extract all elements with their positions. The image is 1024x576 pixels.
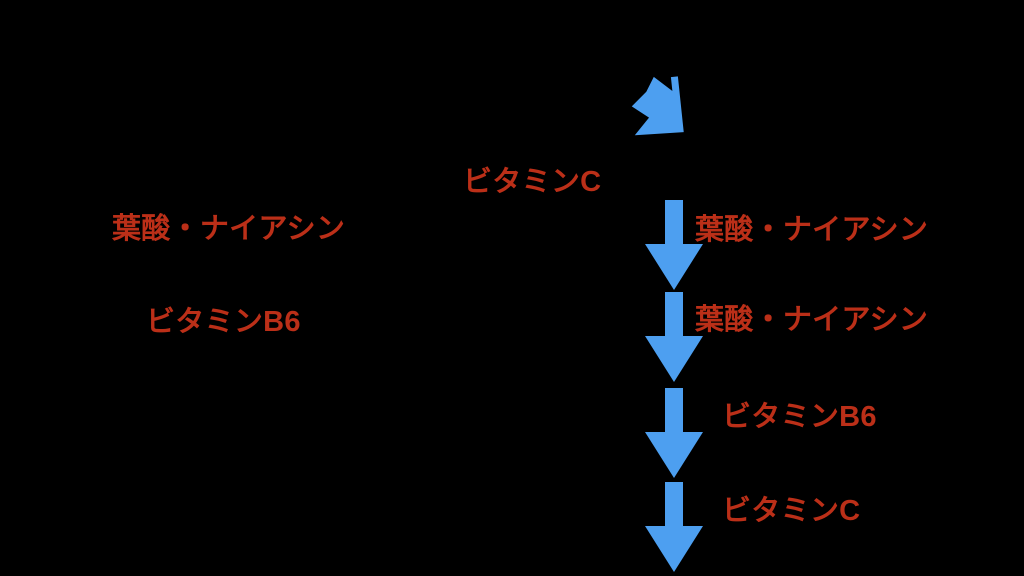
down-arrow-icon-step-3 [645, 388, 703, 478]
left-label-folate-niacin: 葉酸・ナイアシン [112, 213, 346, 245]
step-2-label: 葉酸・ナイアシン [695, 304, 929, 336]
step-3-label: ビタミンB6 [722, 401, 877, 433]
center-label-vitamin-c: ビタミンC [463, 166, 602, 198]
down-arrow-icon-step-1 [645, 200, 703, 290]
step-4-label: ビタミンC [722, 495, 861, 527]
down-arrow-icon-step-2 [645, 292, 703, 382]
diagonal-entry-arrow-icon [628, 76, 700, 138]
down-arrow-icon-step-4 [645, 482, 703, 572]
step-1-label: 葉酸・ナイアシン [695, 214, 929, 246]
left-label-vitamin-b6: ビタミンB6 [146, 306, 301, 338]
